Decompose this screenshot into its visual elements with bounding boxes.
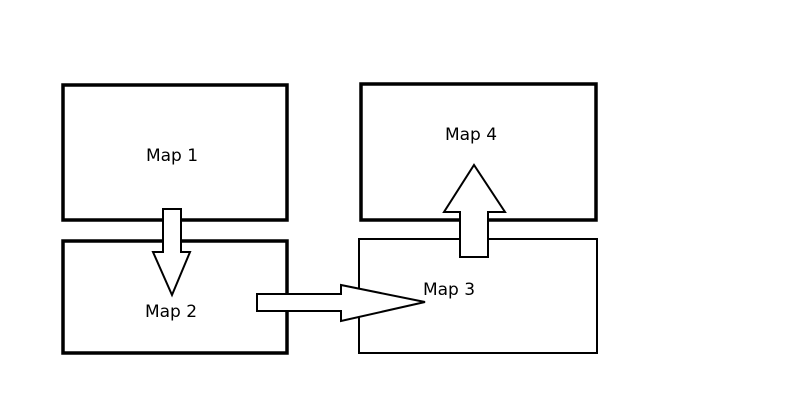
arrow-map1-to-map2: [151, 208, 192, 298]
node-map-4-label: Map 4: [445, 125, 497, 145]
arrow-map2-to-map3: [256, 283, 426, 323]
node-map-2-label: Map 2: [145, 302, 197, 322]
node-map-1-label: Map 1: [146, 146, 198, 166]
node-map-1: Map 1: [61, 83, 289, 222]
arrow-map3-to-map4: [442, 163, 507, 258]
node-map-3-label: Map 3: [423, 280, 475, 300]
